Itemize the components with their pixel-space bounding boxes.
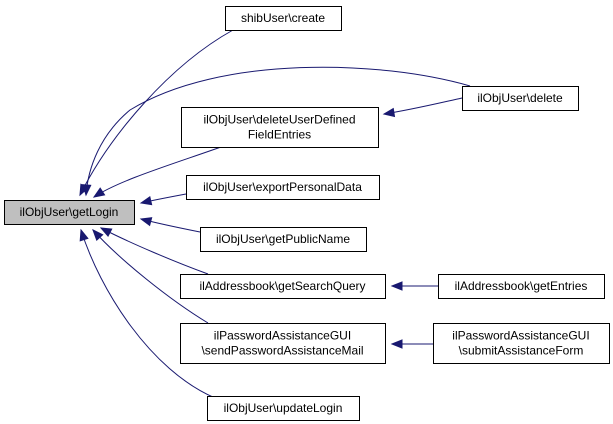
node-label: ilAddressbook\getSearchQuery [199,279,365,293]
node-sendPAM[interactable]: ilPasswordAssistanceGUI\sendPasswordAssi… [180,323,386,364]
node-updateLogin[interactable]: ilObjUser\updateLogin [207,396,360,421]
node-box [180,323,386,364]
node-box [225,6,342,31]
edge-arrowhead [92,228,104,241]
edge-objDelete-to-getLogin [82,66,471,197]
edge-line [383,97,463,115]
node-label: ilObjUser\delete [477,91,563,105]
node-label: ilAddressbook\getEntries [455,279,588,293]
edge-arrowhead [92,187,106,198]
edge-getEntries-to-getSearchQuery [390,281,439,291]
edge-line [85,66,471,196]
edge-line [100,227,209,275]
node-getLogin: ilObjUser\getLogin [4,200,135,225]
node-label: FieldEntries [248,128,311,142]
node-box [4,200,135,225]
edge-deleteUDF-to-getLogin [92,146,222,198]
edge-arrowhead [139,217,153,227]
node-box [207,396,360,421]
edge-line [79,29,234,196]
edges-layer [79,29,471,399]
node-label: ilObjUser\updateLogin [224,401,343,415]
node-getEntries[interactable]: ilAddressbook\getEntries [438,274,605,299]
node-getSearchQuery[interactable]: ilAddressbook\getSearchQuery [180,274,386,299]
nodes-layer: ilObjUser\getLogin shibUser\create ilObjUs… [4,6,610,421]
edge-exportPD-to-getLogin [139,193,187,206]
edge-line [92,229,209,324]
node-box [200,227,367,252]
edge-arrowhead [99,227,113,238]
edge-line [93,146,222,198]
edge-arrowhead [82,184,92,197]
edge-arrowhead [390,339,403,349]
node-box [462,86,579,111]
node-label: ilObjUser\getPublicName [216,232,350,246]
node-label: ilObjUser\getLogin [20,205,119,219]
edge-arrowhead [79,228,89,242]
node-shibCreate[interactable]: shibUser\create [225,6,342,31]
edge-arrowhead [390,281,403,291]
node-box [438,274,605,299]
node-label: \submitAssistanceForm [459,344,584,358]
node-label: ilObjUser\exportPersonalData [203,180,362,194]
node-submitAF[interactable]: ilPasswordAssistanceGUI\submitAssistance… [433,323,610,364]
edge-getPublicName-to-getLogin [139,217,201,233]
edge-getSearchQuery-to-getLogin [99,227,209,275]
node-objDelete[interactable]: ilObjUser\delete [462,86,579,111]
node-getPublicName[interactable]: ilObjUser\getPublicName [200,227,367,252]
edge-arrowhead [382,107,396,118]
node-box [180,274,386,299]
node-label: ilPasswordAssistanceGUI [214,329,351,343]
node-label: ilObjUser\deleteUserDefined [203,113,355,127]
node-box [433,323,610,364]
node-label: ilPasswordAssistanceGUI [452,329,589,343]
edge-objDelete-to-deleteUDF [382,97,463,118]
edge-updateLogin-to-getLogin [79,228,216,399]
edge-line [80,229,216,399]
edge-arrowhead [139,196,153,206]
node-label: \sendPasswordAssistanceMail [201,344,363,358]
node-label: shibUser\create [241,11,325,25]
edge-submitAF-to-sendPAM [390,339,434,349]
node-box [181,107,379,148]
node-exportPD[interactable]: ilObjUser\exportPersonalData [186,175,380,200]
edge-sendPAM-to-getLogin [92,228,209,324]
node-box [186,175,380,200]
